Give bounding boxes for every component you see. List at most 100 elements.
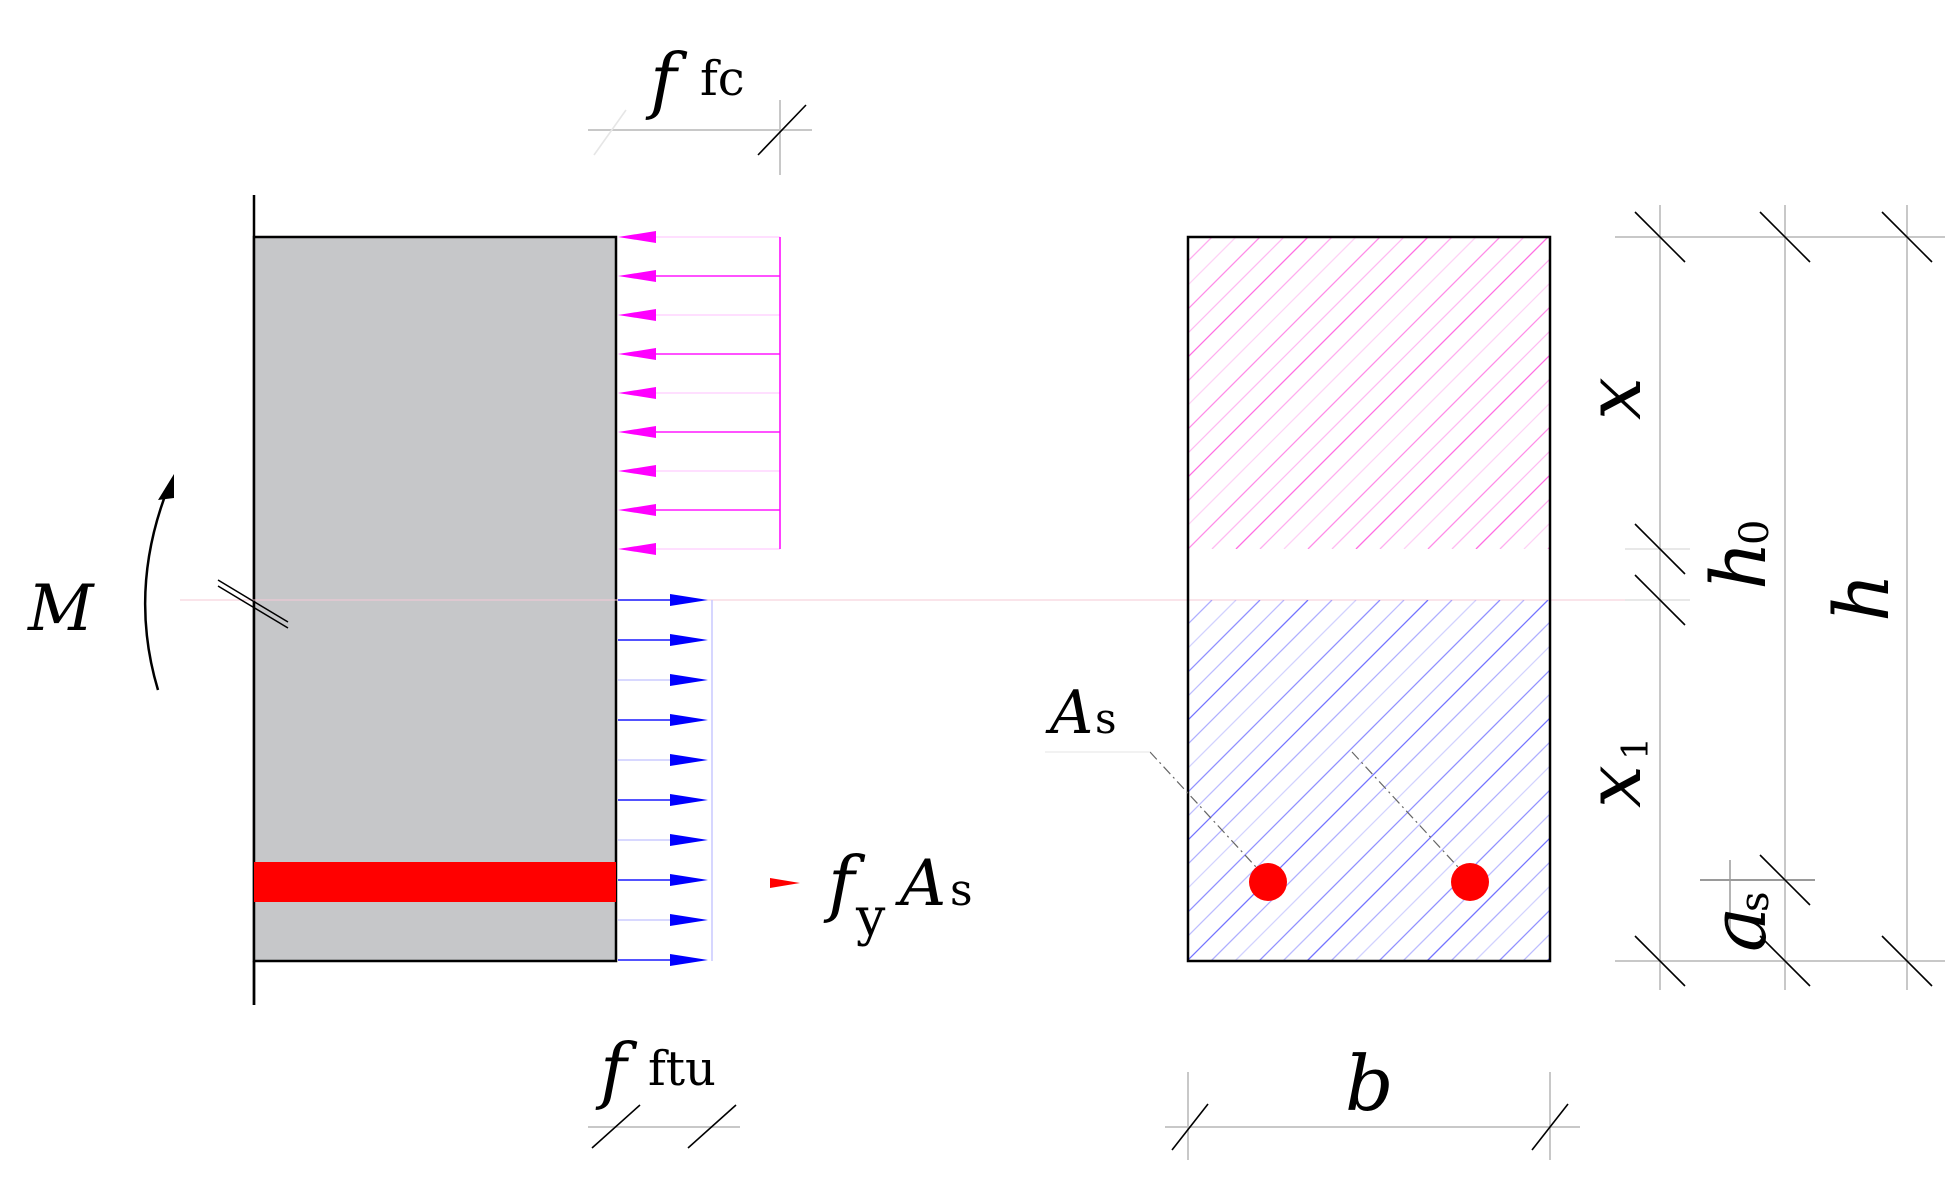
- hatch-line: [1210, 621, 1550, 961]
- tension-arrow-head: [670, 714, 708, 726]
- rebar-circle: [1249, 863, 1287, 901]
- hatch-line: [1188, 237, 1285, 334]
- tension-arrow-head: [670, 754, 708, 766]
- x1-label-x: x: [1569, 765, 1658, 808]
- As-label-s: s: [1095, 694, 1117, 743]
- ffc-label-f: f: [645, 38, 688, 122]
- moment-label: M: [27, 572, 95, 646]
- x-label: x: [1569, 377, 1658, 420]
- section-outline: [1186, 235, 1552, 963]
- hatch-line: [1188, 237, 1501, 549]
- compression-arrow-head: [618, 309, 656, 321]
- hatch-line: [1211, 237, 1525, 549]
- hatch-line: [1426, 837, 1550, 961]
- hatch-line: [1188, 600, 1357, 769]
- tension-zone-hatch: [1188, 600, 1550, 961]
- hatch-line: [1450, 861, 1550, 961]
- tension-arrow-head: [670, 914, 708, 926]
- hatch-line: [1379, 378, 1550, 549]
- h0-label-h: h: [1694, 541, 1783, 590]
- curved-arrow-icon: [143, 474, 174, 691]
- hatch-line: [1283, 282, 1550, 549]
- h0-label-sub: 0: [1732, 520, 1778, 545]
- x1-label-sub: 1: [1616, 737, 1657, 760]
- tension-stress-block: [618, 594, 713, 966]
- hatch-line: [1403, 402, 1550, 549]
- hatch-line: [1188, 600, 1333, 745]
- hatch-line: [1188, 600, 1525, 937]
- tension-arrow-head: [670, 634, 708, 646]
- hatch-line: [1188, 600, 1429, 841]
- hatch-line: [1427, 426, 1550, 549]
- hatch-line: [1188, 237, 1309, 358]
- As-label-A: A: [1045, 678, 1093, 748]
- ffc-label-sub: fc: [700, 51, 745, 107]
- steel-force-arrow: [770, 878, 800, 888]
- fyAs-label-A: A: [895, 847, 946, 921]
- vertical-dimensions: [1615, 205, 1945, 990]
- hatch-line: [1188, 237, 1357, 406]
- compression-arrow-head: [618, 348, 656, 360]
- b-dimension: [1165, 1072, 1580, 1160]
- hatch-line: [1188, 237, 1477, 526]
- compression-arrow-head: [618, 465, 656, 477]
- hatch-line: [1259, 258, 1550, 549]
- hatch-line: [1188, 237, 1405, 454]
- as-label-a: a: [1694, 907, 1783, 952]
- fyAs-label-s: s: [950, 865, 973, 916]
- rebar-circle: [1451, 863, 1489, 901]
- hatch-line: [1354, 765, 1550, 961]
- compression-arrow-head: [618, 426, 656, 438]
- hatch-line: [1188, 600, 1285, 697]
- hatch-line: [1451, 450, 1550, 549]
- fyAs-label-y: y: [855, 888, 886, 948]
- hatch-line: [1306, 717, 1550, 961]
- tension-arrow-head: [670, 874, 708, 886]
- tension-arrow-head: [670, 834, 708, 846]
- compression-zone-hatch: [1188, 237, 1550, 549]
- hatch-line: [1188, 237, 1333, 382]
- hatch-line: [1307, 306, 1550, 549]
- hatch-line: [1188, 237, 1261, 310]
- hatch-line: [1188, 237, 1453, 502]
- tension-arrow-head: [670, 674, 708, 686]
- hatch-line: [1188, 237, 1213, 262]
- fftu-label-f: f: [595, 1028, 638, 1112]
- b-label: b: [1345, 1039, 1394, 1128]
- hatch-line: [1188, 237, 1429, 478]
- cross-section: A s x x 1 h 0 h a s b: [1045, 205, 1945, 1160]
- hatch-line: [1188, 600, 1261, 673]
- hatch-line: [1188, 600, 1477, 889]
- hatch-line: [1258, 669, 1550, 961]
- leader-line: [1149, 751, 1269, 881]
- hatch-line: [1188, 600, 1405, 817]
- hatch-line: [1188, 237, 1189, 238]
- compression-arrow-head: [618, 504, 656, 516]
- rebar-layer: [254, 862, 616, 902]
- hatch-line: [1474, 885, 1550, 961]
- hatch-line: [1355, 354, 1550, 549]
- tension-arrow-head: [670, 794, 708, 806]
- hatch-line: [1402, 813, 1550, 961]
- as-label-sub: s: [1732, 891, 1778, 912]
- stress-diagram: M f fc f ftu f y A s: [27, 38, 1650, 1149]
- hatch-line: [1188, 600, 1309, 721]
- compression-arrow-head: [618, 387, 656, 399]
- hatch-line: [1188, 600, 1453, 865]
- fftu-label-sub: ftu: [648, 1041, 716, 1097]
- hatch-line: [1330, 741, 1550, 961]
- ffc-dimension: [588, 100, 812, 175]
- tension-arrow-head: [670, 594, 708, 606]
- leader-line: [1351, 751, 1471, 881]
- fftu-dimension: [588, 1104, 740, 1149]
- compression-arrow-head: [618, 543, 656, 555]
- hatch-line: [1188, 600, 1501, 913]
- hatch-line: [1331, 330, 1550, 549]
- hatch-line: [1235, 237, 1549, 549]
- h-label: h: [1817, 573, 1906, 622]
- concrete-beam: [252, 235, 618, 963]
- hatch-line: [1378, 789, 1550, 961]
- hatch-line: [1282, 693, 1550, 961]
- compression-arrow-head: [618, 270, 656, 282]
